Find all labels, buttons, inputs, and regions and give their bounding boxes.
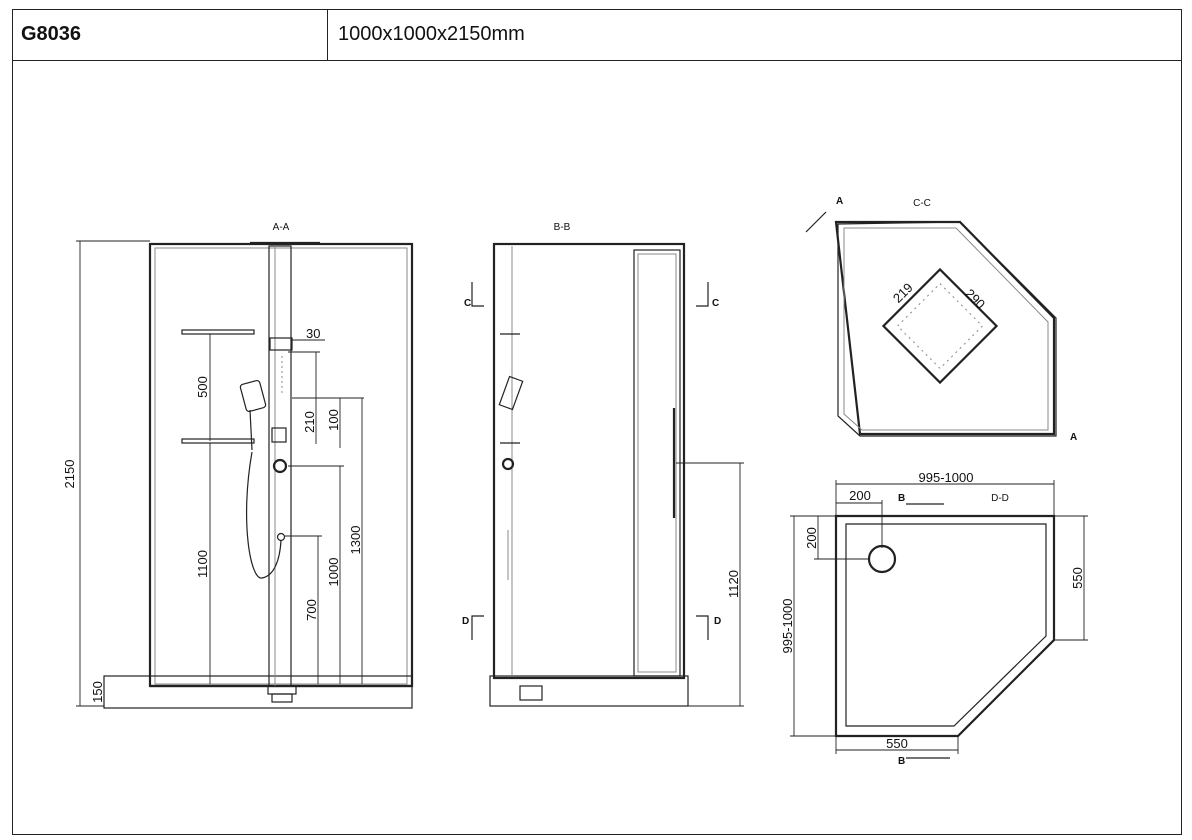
aa-hose-outlet (276, 532, 286, 542)
aa-hand-shower (239, 379, 267, 413)
aa-hose (245, 451, 282, 579)
aa-cabin-inner (154, 247, 408, 685)
cc-marker-arrow-top (805, 211, 827, 233)
bb-dim-1120: 1120 (726, 570, 741, 598)
aa-dim-100: 100 (326, 409, 341, 431)
dd-marker-b-top: B (898, 493, 905, 504)
cc-marker-a-bottom: A (1070, 432, 1077, 443)
aa-mixer-knob (272, 458, 288, 474)
aa-dim-2150: 2150 (62, 460, 77, 489)
bb-base-tray (489, 675, 689, 707)
cc-inner (843, 227, 1049, 431)
aa-dim-210: 210 (302, 411, 317, 433)
view-c-c: C-C A A 219 290 (805, 196, 1077, 443)
dd-dim-200-top: 200 (849, 488, 871, 503)
dd-dim-top-width: 995-1000 (919, 470, 974, 485)
aa-dim-700: 700 (304, 599, 319, 621)
dd-tray-outline (834, 514, 1056, 738)
view-a-a-title: A-A (273, 222, 290, 233)
aa-control-panel (271, 427, 287, 443)
aa-dim-150: 150 (90, 681, 105, 703)
model-number: G8036 (13, 10, 328, 60)
bb-cabin-outline (492, 242, 686, 680)
bb-drain (519, 685, 543, 701)
view-a-a: A-A 2150 15 (62, 222, 414, 709)
view-b-b: B-B C C D D 1120 (462, 222, 744, 707)
dd-dim-550-right: 550 (1070, 567, 1085, 589)
dd-tray-inner (845, 523, 1047, 727)
title-block: G8036 1000x1000x2150mm (13, 10, 1181, 61)
aa-dim-1000: 1000 (326, 558, 341, 587)
aa-cabin-outline (148, 242, 414, 688)
bb-door-glass (637, 253, 677, 673)
aa-rain-head (269, 337, 293, 351)
aa-dim-1300: 1300 (348, 526, 363, 555)
dd-marker-b-bottom: B (898, 756, 905, 767)
dd-dim-200-side: 200 (804, 527, 819, 549)
aa-dim-1100: 1100 (195, 550, 210, 578)
bb-section-d-right: D (714, 616, 721, 627)
cc-rain-head (881, 267, 999, 385)
aa-dim-30: 30 (306, 326, 320, 341)
drawing-sheet: G8036 1000x1000x2150mm (12, 9, 1182, 835)
cc-dim-219: 219 (890, 280, 916, 306)
dd-drain (867, 544, 897, 574)
aa-column-panel (268, 245, 292, 687)
aa-dim-500: 500 (195, 376, 210, 398)
bb-mixer (501, 457, 515, 471)
cc-dim-290: 290 (962, 286, 988, 312)
bb-hand-shower (498, 375, 524, 411)
dd-dim-side-height: 995-1000 (780, 599, 795, 654)
view-d-d-title: D-D (991, 493, 1009, 504)
cc-marker-a-top: A (836, 196, 843, 207)
view-d-d: D-D B 995-1000 200 995-1000 200 550 550 (780, 470, 1088, 767)
aa-drain (267, 685, 297, 695)
bb-section-d-left: D (462, 616, 469, 627)
aa-drain-body (271, 693, 293, 703)
bb-section-c-right: C (712, 298, 719, 309)
dd-dim-550-bottom: 550 (886, 736, 908, 751)
overall-dimensions: 1000x1000x2150mm (338, 23, 525, 45)
aa-shelf-lower (181, 438, 255, 444)
aa-shelf-upper (181, 329, 255, 335)
aa-handle (249, 409, 253, 451)
view-c-c-title: C-C (913, 198, 931, 209)
cc-outline (834, 220, 1056, 436)
bb-section-c-left: C (464, 298, 471, 309)
view-b-b-title: B-B (554, 222, 571, 233)
